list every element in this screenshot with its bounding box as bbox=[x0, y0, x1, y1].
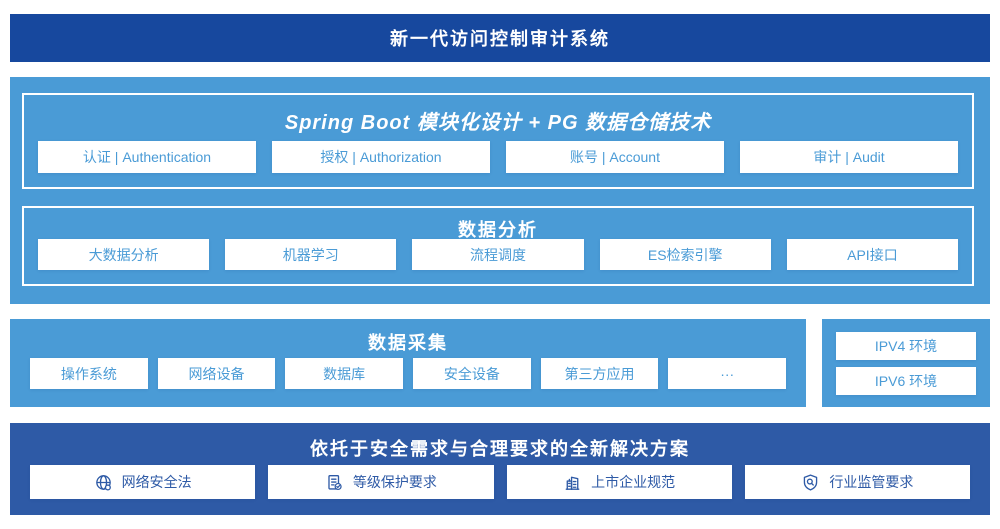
module-authentication-button[interactable]: 认证 | Authentication bbox=[38, 141, 256, 173]
building-icon bbox=[563, 473, 582, 492]
ipv6-env-button[interactable]: IPV6 环境 bbox=[836, 366, 976, 395]
data-analysis-box: 数据分析 大数据分析 机器学习 流程调度 ES检索引擎 API接口 bbox=[22, 206, 974, 286]
collect-database-button[interactable]: 数据库 bbox=[285, 358, 404, 389]
analysis-ml-button[interactable]: 机器学习 bbox=[225, 239, 397, 270]
ipv4-env-button[interactable]: IPV4 环境 bbox=[836, 331, 976, 360]
network-environment-box: IPV4 环境 IPV6 环境 bbox=[822, 319, 990, 407]
platform-section: Spring Boot 模块化设计 + PG 数据仓储技术 认证 | Authe… bbox=[10, 77, 990, 304]
collect-more-button[interactable]: ··· bbox=[668, 358, 787, 389]
collect-security-device-button[interactable]: 安全设备 bbox=[413, 358, 531, 389]
spring-boot-title: Spring Boot 模块化设计 + PG 数据仓储技术 bbox=[284, 112, 712, 134]
network-security-law-button[interactable]: 网络安全法 bbox=[30, 465, 256, 499]
system-title-banner: 新一代访问控制审计系统 bbox=[10, 14, 990, 62]
solution-label: 等级保护要求 bbox=[352, 474, 437, 490]
solution-button-row: 网络安全法 等级保护要求 bbox=[30, 465, 970, 499]
collect-thirdparty-button[interactable]: 第三方应用 bbox=[540, 358, 659, 389]
collect-network-device-button[interactable]: 网络设备 bbox=[157, 358, 276, 389]
globe-icon bbox=[94, 473, 113, 492]
data-collection-section: 数据采集 操作系统 网络设备 数据库 安全设备 第三方应用 ··· bbox=[10, 319, 806, 407]
module-account-button[interactable]: 账号 | Account bbox=[506, 141, 724, 173]
analysis-es-button[interactable]: ES检索引擎 bbox=[599, 239, 771, 270]
module-authorization-button[interactable]: 授权 | Authorization bbox=[272, 141, 490, 173]
modules-button-row: 认证 | Authentication 授权 | Authorization 账… bbox=[38, 141, 958, 173]
collection-button-row: 操作系统 网络设备 数据库 安全设备 第三方应用 ··· bbox=[30, 358, 787, 389]
solution-label: 上市企业规范 bbox=[591, 474, 676, 490]
module-audit-button[interactable]: 审计 | Audit bbox=[740, 141, 958, 173]
analysis-workflow-button[interactable]: 流程调度 bbox=[412, 239, 584, 270]
analysis-button-row: 大数据分析 机器学习 流程调度 ES检索引擎 API接口 bbox=[38, 239, 959, 270]
system-title: 新一代访问控制审计系统 bbox=[390, 29, 610, 49]
solution-label: 网络安全法 bbox=[121, 474, 192, 490]
shield-search-icon bbox=[801, 473, 820, 492]
spring-boot-modules-box: Spring Boot 模块化设计 + PG 数据仓储技术 认证 | Authe… bbox=[22, 93, 974, 189]
solution-title: 依托于安全需求与合理要求的全新解决方案 bbox=[310, 439, 690, 459]
industry-regulation-button[interactable]: 行业监管要求 bbox=[744, 465, 970, 499]
analysis-api-button[interactable]: API接口 bbox=[786, 239, 959, 270]
collect-os-button[interactable]: 操作系统 bbox=[30, 358, 148, 389]
classified-protection-button[interactable]: 等级保护要求 bbox=[268, 465, 494, 499]
solution-section: 依托于安全需求与合理要求的全新解决方案 网络安全法 bbox=[10, 423, 990, 515]
data-analysis-title: 数据分析 bbox=[458, 220, 538, 240]
data-collection-title: 数据采集 bbox=[368, 333, 448, 353]
solution-label: 行业监管要求 bbox=[829, 474, 914, 490]
listed-company-button[interactable]: 上市企业规范 bbox=[506, 465, 732, 499]
analysis-bigdata-button[interactable]: 大数据分析 bbox=[38, 239, 210, 270]
document-check-icon bbox=[325, 473, 344, 492]
